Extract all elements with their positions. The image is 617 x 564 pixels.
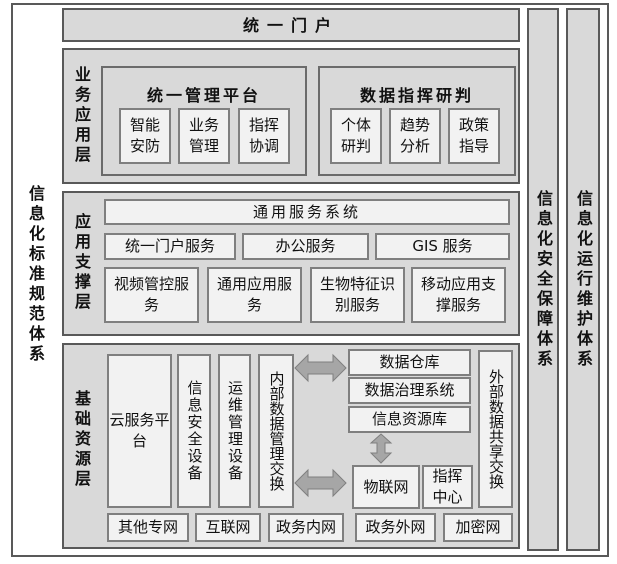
general-app-service[interactable]: 通用应用服务: [207, 267, 302, 323]
info-resource-db[interactable]: 信息资源库: [348, 406, 471, 433]
network-gov-intranet[interactable]: 政务内网: [268, 513, 344, 542]
data-governance[interactable]: 数据治理系统: [348, 377, 471, 404]
item-policy-guidance[interactable]: 政策指导: [448, 108, 500, 164]
item-individual-analysis[interactable]: 个体研判: [330, 108, 382, 164]
infra-layer-label: 基础资源层: [72, 390, 91, 490]
item-label: 指挥协调: [248, 116, 279, 155]
iot[interactable]: 物联网: [352, 465, 420, 509]
business-layer-label: 业务应用层: [72, 66, 91, 166]
item-label: 云服务平台: [109, 411, 170, 450]
office-service[interactable]: 办公服务: [242, 233, 369, 260]
cloud-platform[interactable]: 云服务平台: [107, 354, 172, 508]
security-system: 信息化安全保障体系: [527, 8, 559, 551]
group-title: 统一管理平台: [146, 86, 261, 105]
item-label: 趋势分析: [399, 116, 430, 155]
item-label: 智能安防: [129, 116, 160, 155]
network-other[interactable]: 其他专网: [107, 513, 189, 542]
item-trend-analysis[interactable]: 趋势分析: [389, 108, 441, 164]
command-center[interactable]: 指挥中心: [422, 465, 473, 509]
support-layer-label: 应用支撑层: [72, 212, 91, 313]
standards-label: 信息化标准规范体系: [26, 185, 45, 365]
group-title: 数据指挥研判: [359, 86, 474, 105]
mobile-app-service[interactable]: 移动应用支撑服务: [411, 267, 506, 323]
biometric-service[interactable]: 生物特征识别服务: [310, 267, 405, 323]
item-label: 个体研判: [340, 116, 371, 155]
video-control-service[interactable]: 视频管控服务: [104, 267, 199, 323]
infosec-devices[interactable]: 信息安全设备: [177, 354, 211, 508]
item-business-mgmt[interactable]: 业务管理: [178, 108, 230, 164]
item-label: 移动应用支撑服务: [421, 275, 497, 314]
item-label: 生物特征识别服务: [320, 275, 396, 314]
network-gov-extranet[interactable]: 政务外网: [355, 513, 436, 542]
unified-portal: 统一门户: [62, 8, 520, 42]
ops-devices[interactable]: 运维管理设备: [218, 354, 251, 508]
item-label: 业务管理: [188, 116, 219, 155]
internal-data-exchange[interactable]: 内部数据管理交换: [258, 354, 294, 508]
network-internet[interactable]: 互联网: [195, 513, 261, 542]
gis-service[interactable]: GIS 服务: [375, 233, 510, 260]
operations-system: 信息化运行维护体系: [566, 8, 600, 551]
item-label: 视频管控服务: [114, 275, 190, 314]
portal-service[interactable]: 统一门户服务: [104, 233, 236, 260]
network-encrypted[interactable]: 加密网: [443, 513, 513, 542]
data-warehouse[interactable]: 数据仓库: [348, 349, 471, 376]
item-label: 政策指导: [458, 116, 489, 155]
external-data-exchange[interactable]: 外部数据共享交换: [478, 350, 513, 508]
double-arrow-icon: [294, 353, 347, 383]
general-service-system[interactable]: 通用服务系统: [104, 199, 510, 225]
item-smart-security[interactable]: 智能安防: [119, 108, 171, 164]
vertical-arrow-icon: [369, 433, 393, 464]
item-label: 指挥中心: [432, 467, 463, 506]
item-label: 通用应用服务: [217, 275, 293, 314]
double-arrow-icon: [294, 468, 347, 498]
item-command-coord[interactable]: 指挥协调: [238, 108, 290, 164]
